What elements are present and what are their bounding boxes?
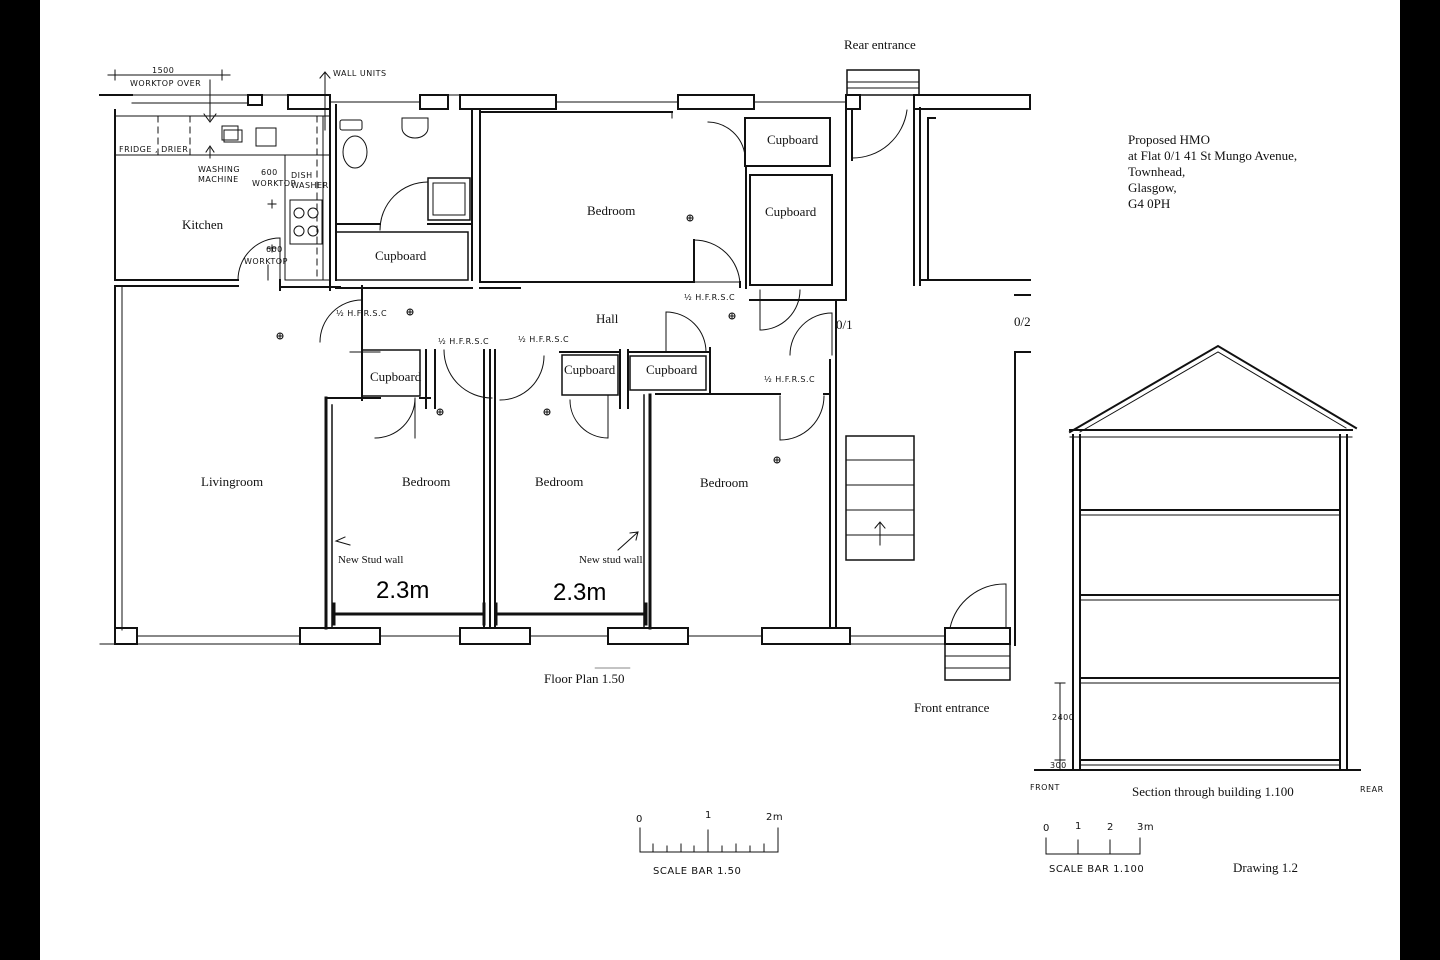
bedroom-3-walls xyxy=(627,299,946,645)
scale-50-label: SCALE BAR 1.50 xyxy=(653,866,741,877)
section-dim-2400: 2400 xyxy=(1052,713,1074,722)
stair-and-front xyxy=(845,351,1031,681)
drawing-sheet: Kitchen Livingroom Bedroom Bedroom Bedro… xyxy=(40,0,1400,960)
section-front-label: FRONT xyxy=(1030,783,1060,792)
worktop-1500-num: 1500 xyxy=(152,66,174,75)
scale-100-tick-2: 2 xyxy=(1107,822,1114,833)
top-cupboards-walls xyxy=(707,107,1031,356)
scale-bar-50 xyxy=(639,827,779,853)
bedroom-2-label: Bedroom xyxy=(535,474,583,489)
washing-label: WASHING xyxy=(198,165,240,174)
bedroom-1-walls xyxy=(324,341,531,645)
title-line-4: Glasgow, xyxy=(1128,180,1177,195)
title-line-5: G4 0PH xyxy=(1128,196,1170,211)
cupboard-top1-label: Cupboard xyxy=(767,132,819,147)
kitchen-label: Kitchen xyxy=(182,217,224,232)
bedroom-top-label: Bedroom xyxy=(587,203,635,218)
worktop-600b-label: WORKTOP xyxy=(244,257,288,266)
bathroom-walls xyxy=(335,109,521,289)
section-caption: Section through building 1.100 xyxy=(1132,784,1294,799)
hfrsc-3-label: ½ H.F.R.S.C xyxy=(518,335,569,344)
cupboard-b1-label: Cupboard xyxy=(370,369,422,384)
new-stud-wall-2-label: New stud wall xyxy=(579,554,643,566)
scale-50-tick-0: 0 xyxy=(636,814,643,825)
bedroom-3-label: Bedroom xyxy=(700,475,748,490)
hfrsc-4-label: ½ H.F.R.S.C xyxy=(684,293,735,302)
livingroom-walls xyxy=(99,285,381,645)
scale-50-tick-2: 2m xyxy=(766,812,783,823)
cupboard-top2-label: Cupboard xyxy=(765,204,817,219)
machine-label: MACHINE xyxy=(198,175,239,184)
dimension-lines xyxy=(332,602,648,626)
cupboard-b3-label: Cupboard xyxy=(646,362,698,377)
wall-units-label: WALL UNITS xyxy=(333,69,387,78)
top-bedroom-walls xyxy=(479,111,741,288)
cupboard-bath-label: Cupboard xyxy=(375,248,427,263)
rear-steps xyxy=(846,69,920,96)
building-section xyxy=(1034,344,1361,771)
hfrsc-1-label: ½ H.F.R.S.C xyxy=(336,309,387,318)
title-line-1: Proposed HMO xyxy=(1128,132,1210,147)
section-rear-label: REAR xyxy=(1360,785,1384,794)
flat-01-label: 0/1 xyxy=(836,317,853,332)
scale-100-label: SCALE BAR 1.100 xyxy=(1049,864,1144,875)
scale-100-tick-0: 0 xyxy=(1043,823,1050,834)
hall-label: Hall xyxy=(596,311,619,326)
worktop-over-label: WORKTOP OVER xyxy=(130,79,201,88)
annotation-leaders xyxy=(107,69,331,281)
worktop-600a-label: WORKTOP xyxy=(252,179,296,188)
cupboard-b2-label: Cupboard xyxy=(564,362,616,377)
scale-100-tick-3: 3m xyxy=(1137,822,1154,833)
rear-entrance-label: Rear entrance xyxy=(844,37,916,52)
floor-plan-drawing: Kitchen Livingroom Bedroom Bedroom Bedro… xyxy=(99,37,1384,877)
new-stud-wall-1-label: New Stud wall xyxy=(338,554,403,566)
light-points xyxy=(276,214,781,464)
hfrsc-5-label: ½ H.F.R.S.C xyxy=(764,375,815,384)
livingroom-label: Livingroom xyxy=(201,474,263,489)
title-line-2: at Flat 0/1 41 St Mungo Avenue, xyxy=(1128,148,1297,163)
scale-50-tick-1: 1 xyxy=(705,810,712,821)
worktop-600b-num: 600 xyxy=(266,245,283,254)
scale-100-tick-1: 1 xyxy=(1075,821,1082,832)
flat-02-label: 0/2 xyxy=(1014,314,1031,329)
floor-plan-caption: Floor Plan 1.50 xyxy=(544,671,625,686)
washer-label: WASHER xyxy=(291,181,329,190)
dish-label: DISH xyxy=(291,171,313,180)
top-wall xyxy=(99,94,1031,110)
scale-bar-100 xyxy=(1045,837,1141,855)
worktop-600a-num: 600 xyxy=(261,168,278,177)
bedroom-1-label: Bedroom xyxy=(402,474,450,489)
bedroom-2-walls xyxy=(494,349,689,645)
hfrsc-2-label: ½ H.F.R.S.C xyxy=(438,337,489,346)
kitchen-walls xyxy=(114,104,341,291)
section-dim-300: 300 xyxy=(1050,761,1067,770)
fridge-drier-label: FRIDGE , DRIER xyxy=(119,145,188,154)
dimension-1-label: 2.3m xyxy=(376,577,429,604)
front-entrance-label: Front entrance xyxy=(914,700,990,715)
title-line-3: Townhead, xyxy=(1128,164,1185,179)
drawing-number: Drawing 1.2 xyxy=(1233,860,1298,875)
dimension-2-label: 2.3m xyxy=(553,579,606,606)
